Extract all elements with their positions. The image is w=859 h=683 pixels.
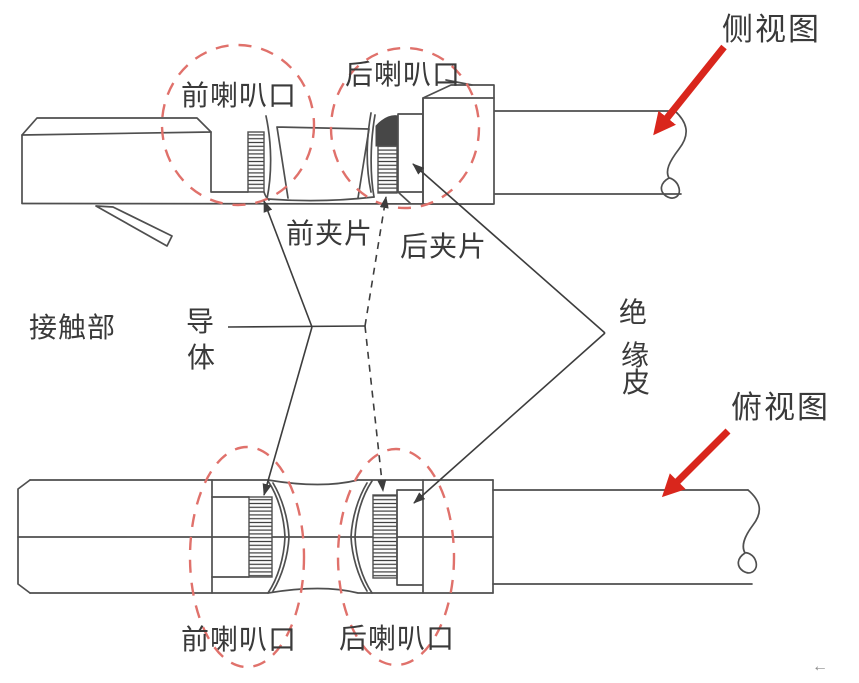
contact-box-step xyxy=(210,131,249,193)
top-view-arrow xyxy=(661,428,731,498)
text-labels: 侧视图 俯视图 前喇叭口 后喇叭口 前夹片 后夹片 接触部 导 体 绝 缘 皮 … xyxy=(29,12,830,675)
wire-side xyxy=(494,110,682,195)
insulation-label-char3: 皮 xyxy=(622,367,651,398)
front-barrel-left-flare xyxy=(265,115,272,200)
front-barrel-bottom xyxy=(266,196,375,202)
rear-box-front-top-edge xyxy=(422,97,495,205)
conductor-leader-front-up xyxy=(263,200,313,328)
rear-bell-label-side: 后喇叭口 xyxy=(345,59,461,90)
wire-top-break xyxy=(737,489,761,574)
conductor-leader-front-down xyxy=(262,326,313,496)
front-serration-top xyxy=(248,496,273,578)
wire-top xyxy=(492,489,753,585)
top-view-drawing xyxy=(17,445,761,669)
top-view-label: 俯视图 xyxy=(731,390,830,425)
rear-flare xyxy=(366,112,372,193)
rear-box xyxy=(422,84,495,205)
terminal-base-line xyxy=(21,202,494,205)
rear-serration-top xyxy=(372,494,398,579)
insulation-grip-plate-top xyxy=(396,479,424,594)
insulation-label-char2: 缘 xyxy=(621,340,650,371)
conductor-label-char1: 导 xyxy=(186,306,215,337)
front-bell-label-side: 前喇叭口 xyxy=(181,80,297,111)
wire-side-break xyxy=(660,110,687,199)
insulation-leader-down xyxy=(413,332,606,504)
front-barrel-body xyxy=(276,126,370,199)
front-bell-highlight-side xyxy=(160,43,316,207)
insulation-grip-plate-side xyxy=(397,113,424,193)
front-serration-side xyxy=(247,131,265,193)
front-clip-label: 前夹片 xyxy=(286,218,373,249)
insulation-leader-up xyxy=(412,163,606,334)
side-view-label: 侧视图 xyxy=(722,12,821,47)
leader-lines xyxy=(227,163,606,504)
cursor-mark: ← xyxy=(812,658,828,675)
side-view-arrow xyxy=(653,44,727,136)
conductor-leader-rear-up xyxy=(364,196,389,327)
plate-foot-diagonal xyxy=(397,191,411,204)
front-bell-label-top: 前喇叭口 xyxy=(181,624,297,655)
rear-bell-highlight-side xyxy=(329,46,481,210)
front-bell-curves xyxy=(267,480,290,594)
rear-serration-side xyxy=(377,145,398,194)
rear-clip-label: 后夹片 xyxy=(400,231,487,262)
conductor-leader-rear-down xyxy=(364,325,387,492)
view-arrows xyxy=(653,44,731,498)
topview-inner-lines xyxy=(211,496,250,578)
rear-bell-highlight-top xyxy=(336,447,456,667)
rear-bell-label-top: 后喇叭口 xyxy=(339,623,455,654)
side-view-drawing xyxy=(21,43,687,247)
topview-bottom-edge xyxy=(29,587,494,594)
contact-part-label: 接触部 xyxy=(29,312,116,343)
contact-box-top-face xyxy=(21,117,212,136)
conductor-label-char2: 体 xyxy=(187,342,216,373)
insulation-label-char1: 绝 xyxy=(619,297,648,328)
front-bell-highlight-top xyxy=(188,445,306,669)
rear-bell-curves xyxy=(350,480,373,594)
front-barrel-right-flare xyxy=(370,114,376,198)
conductor-leader-horizontal xyxy=(227,325,366,328)
lance-strip xyxy=(95,205,173,247)
